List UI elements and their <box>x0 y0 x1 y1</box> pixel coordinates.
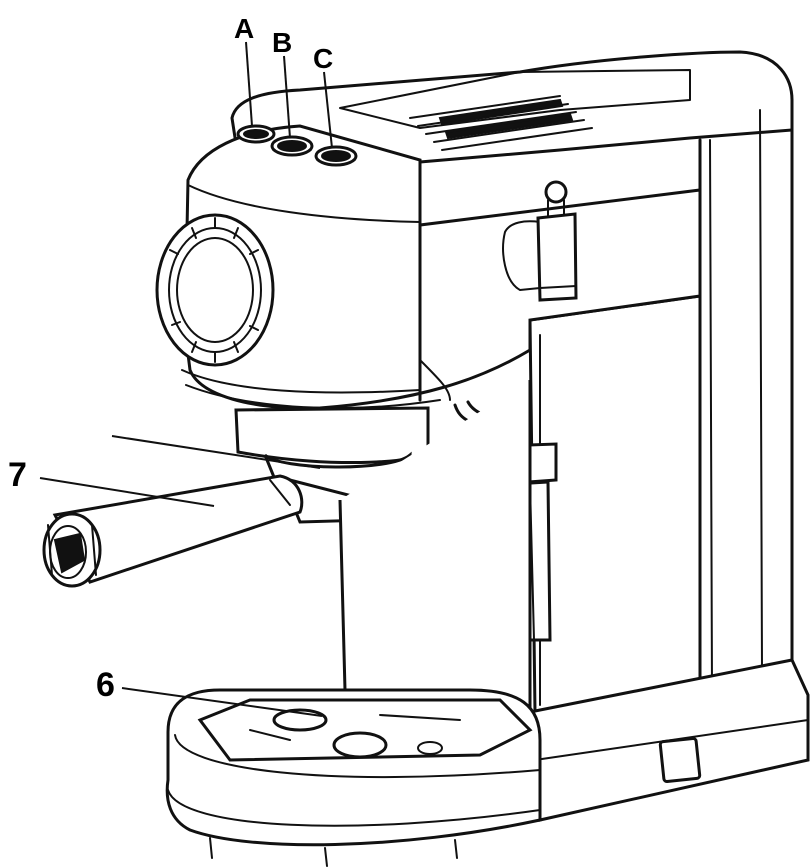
leader-c <box>323 71 333 149</box>
drip-tray <box>165 688 542 867</box>
handle-end-cap <box>42 512 102 588</box>
base <box>338 380 810 822</box>
drip-grid <box>197 698 533 762</box>
cup-warmer-vents <box>409 95 593 151</box>
leader-a <box>245 41 253 127</box>
leader-6 <box>121 687 323 717</box>
leader-7 <box>39 477 215 507</box>
power-switch <box>658 737 702 783</box>
label-a: A <box>234 13 254 44</box>
label-7: 7 <box>8 456 27 494</box>
steam-knob <box>502 180 578 302</box>
leader-lines <box>39 41 333 717</box>
label-6: 6 <box>96 666 115 704</box>
machine-body <box>230 50 794 714</box>
label-c: C <box>313 43 333 74</box>
dial-knob <box>155 213 275 367</box>
leader-7-upper <box>111 435 321 469</box>
top-buttons <box>236 124 358 167</box>
leader-b <box>283 55 291 139</box>
portafilter <box>42 474 375 588</box>
label-b: B <box>272 27 292 58</box>
